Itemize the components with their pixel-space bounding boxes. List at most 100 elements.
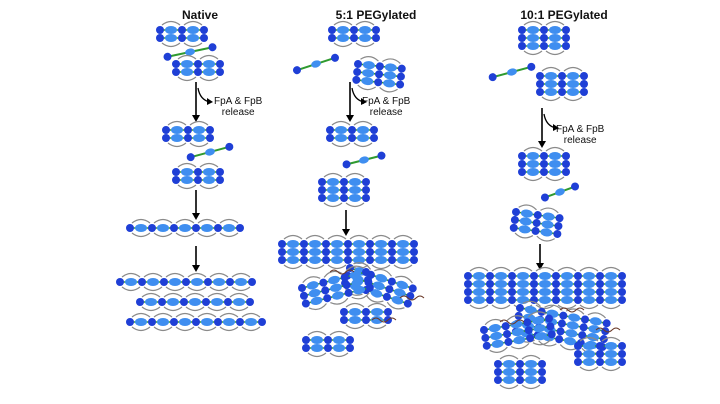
e-domain [373, 281, 385, 291]
alpha-c-region [161, 20, 181, 26]
alpha-c-region [305, 264, 325, 270]
d-domain [216, 168, 224, 176]
alpha-c-region [163, 292, 183, 298]
alpha-c-region [386, 301, 405, 310]
e-domain [583, 350, 595, 358]
d-domain [363, 275, 372, 284]
d-domain [580, 88, 588, 96]
alpha-c-region [514, 232, 534, 239]
e-domain [349, 178, 361, 186]
d-domain [372, 26, 380, 34]
d-domain [194, 168, 202, 176]
d-domain [552, 288, 560, 296]
alpha-c-region [231, 272, 251, 278]
d-domain [156, 34, 164, 42]
d-domain [318, 186, 326, 194]
d-domain [480, 326, 488, 334]
alpha-c-region [323, 270, 342, 278]
e-domain [359, 156, 369, 164]
d-domain [518, 42, 526, 50]
e-domain [181, 60, 193, 68]
d-domain-right [571, 182, 580, 191]
d-domain [554, 222, 563, 231]
d-domain [508, 280, 516, 288]
e-domain [383, 79, 396, 88]
e-domain [473, 280, 485, 288]
d-domain [403, 299, 412, 308]
d-domain [126, 318, 134, 326]
alpha-c-region [199, 184, 219, 190]
d-domain [362, 308, 370, 316]
e-domain [520, 209, 533, 218]
e-domain [353, 240, 365, 248]
d-domain [206, 126, 214, 134]
d-domain [328, 26, 336, 34]
d-domain [328, 34, 336, 42]
d-domain [214, 318, 222, 326]
alpha-c-region [545, 20, 565, 26]
d-domain [322, 248, 330, 256]
d-domain [518, 168, 526, 176]
alpha-c-region [189, 120, 209, 126]
d-domain [116, 278, 124, 286]
e-domain [517, 280, 529, 288]
peg-chain [329, 269, 355, 275]
alpha-c-region [308, 303, 327, 311]
alpha-c-region [161, 42, 181, 48]
d-domain [546, 322, 555, 331]
d-domain [384, 308, 392, 316]
d-domain [562, 42, 570, 50]
e-domain [335, 126, 347, 134]
d-domain [580, 315, 589, 324]
e-domain [605, 342, 617, 350]
d-domain [540, 160, 548, 168]
release-label-10to1-line1: FpA & FpB [556, 124, 605, 135]
alpha-c-region [153, 218, 173, 224]
d-domain [508, 272, 516, 280]
e-domain [583, 288, 595, 296]
e-domain [375, 248, 387, 256]
d-domain [562, 160, 570, 168]
d-domain [278, 256, 286, 264]
alpha-c-region [219, 232, 239, 238]
d-domain [340, 186, 348, 194]
d-domain [596, 288, 604, 296]
e-domain [203, 60, 215, 68]
arrow-head [342, 229, 350, 236]
d-domain [524, 326, 533, 335]
d-domain-left [186, 153, 195, 162]
e-domain [517, 288, 529, 296]
d-domain [540, 168, 548, 176]
d-domain [148, 318, 156, 326]
d-domain [206, 134, 214, 142]
peg10-fiber-bottom [494, 354, 546, 390]
alpha-c-region [353, 142, 373, 148]
d-domain [580, 72, 588, 80]
e-domain [473, 296, 485, 304]
d-domain [536, 72, 544, 80]
release-arrow-head [207, 98, 213, 105]
column-5to1 [278, 20, 425, 358]
d-domain [536, 80, 544, 88]
d-domain [602, 319, 611, 328]
d-domain [299, 291, 308, 300]
d-domain [214, 224, 222, 232]
d-domain [340, 194, 348, 202]
e-domain [561, 296, 573, 304]
d-domain [344, 248, 352, 256]
arrow-head [536, 263, 544, 270]
peg5-dimer-2 [352, 56, 406, 93]
alpha-c-region [219, 218, 239, 224]
e-domain [287, 240, 299, 248]
d-domain [540, 152, 548, 160]
alpha-c-region [175, 232, 195, 238]
e-domain [583, 358, 595, 366]
alpha-c-region [175, 218, 195, 224]
d-domain [618, 296, 626, 304]
e-domain [235, 278, 247, 286]
fibrinogen-monomer [163, 43, 217, 61]
e-domain [564, 337, 576, 346]
peg5-fiber-lower [340, 302, 392, 330]
d-domain [302, 336, 310, 344]
